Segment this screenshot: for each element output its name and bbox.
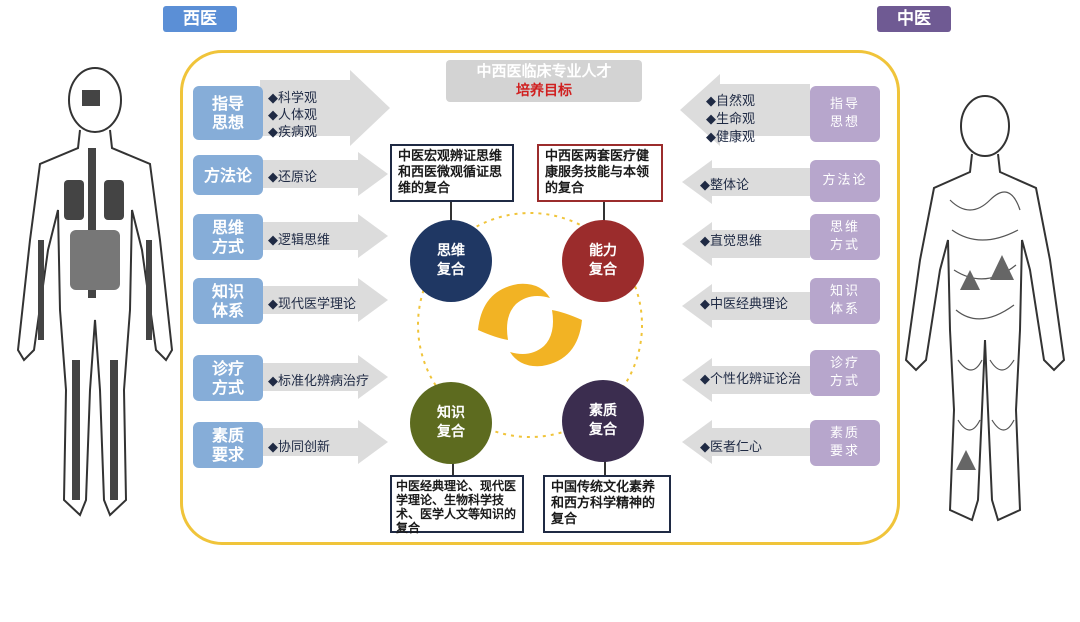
chinese-item: ◆个性化辨证论治 <box>700 372 801 387</box>
arrow-right-icon <box>260 278 388 322</box>
arrow-right-icon <box>260 214 388 258</box>
western-item: ◆现代医学理论 <box>268 297 356 312</box>
chinese-label-knowledge-system: 知识 体系 <box>810 278 880 324</box>
western-item: ◆人体观 <box>268 108 317 123</box>
western-label-thinking-mode: 思维 方式 <box>193 214 263 260</box>
training-goal-frame <box>180 50 900 545</box>
arrow-left-icon <box>682 358 810 402</box>
box-knowledge-composite: 中医经典理论、现代医学理论、生物科学技术、医学人文等知识的复合 <box>390 475 524 535</box>
chinese-item: ◆直觉思维 <box>700 234 762 249</box>
chinese-label-quality-requirement: 素质 要求 <box>810 420 880 466</box>
western-item: ◆科学观 <box>268 91 317 106</box>
chinese-arrows <box>680 74 810 464</box>
western-item: ◆标准化辨病治疗 <box>268 374 369 389</box>
circle-knowledge-composite: 知识 复合 <box>410 382 492 464</box>
western-item: ◆还原论 <box>268 170 317 185</box>
title-box: 中西医临床专业人才 培养目标 <box>446 60 642 102</box>
western-label-treatment-mode: 诊疗 方式 <box>193 355 263 401</box>
chinese-item: ◆自然观 <box>706 94 755 109</box>
title-sub: 培养目标 <box>516 83 572 99</box>
chinese-label-guiding-thought: 指导 思想 <box>810 86 880 142</box>
chinese-item: ◆生命观 <box>706 112 755 127</box>
connector-line <box>603 200 605 228</box>
western-label-methodology: 方法论 <box>193 155 263 195</box>
connector-line <box>604 455 606 477</box>
arrow-right-icon <box>260 70 390 146</box>
chinese-label-treatment-mode: 诊疗 方式 <box>810 350 880 396</box>
circle-thinking-composite: 思维 复合 <box>410 220 492 302</box>
western-label-knowledge-system: 知识 体系 <box>193 278 263 324</box>
arrow-right-icon <box>260 355 388 399</box>
chinese-label-methodology: 方法论 <box>810 160 880 202</box>
box-ability-composite: 中西医两套医疗健康服务技能与本领的复合 <box>537 144 663 202</box>
circle-ability-composite: 能力 复合 <box>562 220 644 302</box>
arrow-left-icon <box>682 284 810 328</box>
center-ring <box>417 212 643 438</box>
chinese-item: ◆整体论 <box>700 178 749 193</box>
circle-quality-composite: 素质 复合 <box>562 380 644 462</box>
yellow-hands-emblem-icon <box>478 283 582 367</box>
chinese-medicine-tag: 中医 <box>877 6 951 32</box>
box-thinking-composite: 中医宏观辨证思维和西医微观循证思维的复合 <box>390 144 514 202</box>
western-item: ◆逻辑思维 <box>268 233 330 248</box>
chinese-item: ◆中医经典理论 <box>700 297 788 312</box>
arrow-left-icon <box>680 74 810 146</box>
chinese-item: ◆健康观 <box>706 130 755 145</box>
title-main: 中西医临床专业人才 <box>476 62 612 80</box>
chinese-label-thinking-mode: 思维 方式 <box>810 214 880 260</box>
chinese-body-figure-icon <box>904 95 1066 522</box>
western-label-quality-requirement: 素质 要求 <box>193 422 263 468</box>
arrow-right-icon <box>260 420 388 464</box>
western-item: ◆协同创新 <box>268 440 330 455</box>
arrow-right-icon <box>260 152 388 196</box>
box-quality-composite: 中国传统文化素养和西方科学精神的复合 <box>543 475 671 533</box>
western-body-figure-icon <box>16 67 174 517</box>
western-label-guiding-thought: 指导 思想 <box>193 86 263 140</box>
western-medicine-tag: 西医 <box>163 6 237 32</box>
arrow-left-icon <box>682 160 810 204</box>
connector-line <box>450 200 452 228</box>
arrow-left-icon <box>682 420 810 464</box>
chinese-item: ◆医者仁心 <box>700 440 762 455</box>
western-arrows <box>260 70 390 464</box>
western-item: ◆疾病观 <box>268 125 317 140</box>
connector-line <box>452 455 454 477</box>
arrow-left-icon <box>682 222 810 266</box>
